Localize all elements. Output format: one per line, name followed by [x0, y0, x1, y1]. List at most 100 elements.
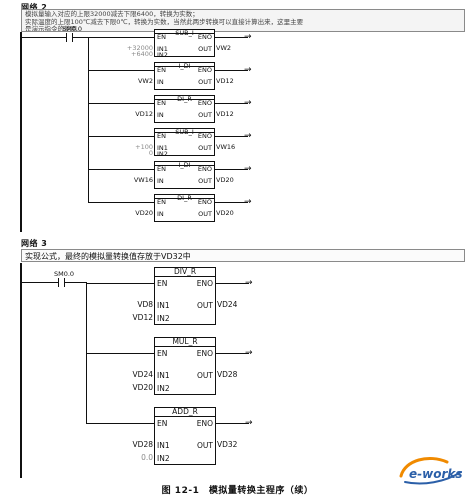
eno-arrow-icon: →: [245, 348, 253, 358]
pin-out: OUT: [197, 301, 213, 310]
rung-wire: [22, 282, 58, 283]
operand-out: VD20: [216, 209, 234, 217]
block-title: ADD_R: [172, 407, 198, 416]
operand-in1: VD12: [135, 110, 153, 118]
eno-arrow-icon: →: [245, 278, 253, 288]
en-wire: [88, 169, 154, 170]
block-title-separator: [155, 165, 214, 166]
block-title-separator: [155, 132, 214, 133]
block-title-separator: [155, 198, 214, 199]
contact-right-bar: [72, 33, 73, 42]
pin-eno: ENO: [197, 66, 212, 74]
pin-out: OUT: [198, 144, 212, 152]
operand-in2: +6400: [131, 50, 153, 58]
pin-eno: ENO: [197, 132, 212, 140]
block-title-separator: [155, 276, 215, 277]
pin-in2: IN2: [157, 150, 168, 158]
operand-out: VD24: [217, 300, 238, 309]
operand-in2: 0: [148, 149, 153, 157]
operand-in1: +32000: [126, 44, 153, 52]
pin-eno: ENO: [197, 165, 212, 173]
operand-in1: VD20: [135, 209, 153, 217]
eno-arrow-icon: →: [244, 65, 252, 75]
block-title-separator: [155, 99, 214, 100]
branch-bus: [88, 37, 89, 203]
operand-in1: VW2: [137, 77, 153, 85]
block-div-r[interactable]: DIV_R EN ENO IN1 OUT IN2: [154, 267, 216, 325]
contact-label: SM0.0: [62, 25, 83, 33]
block-title-separator: [155, 346, 215, 347]
operand-out: VW16: [216, 143, 236, 151]
eworks-logo-text: e-works: [409, 467, 463, 481]
en-wire: [88, 202, 154, 203]
operand-out: VD12: [216, 110, 234, 118]
operand-in1: VD28: [132, 440, 153, 449]
eno-wire: [216, 283, 249, 284]
pin-en: EN: [157, 279, 168, 288]
eno-wire: [215, 169, 248, 170]
operand-in1: VW16: [133, 176, 153, 184]
pin-in1: IN: [157, 177, 164, 185]
operand-in2: VD12: [132, 313, 153, 322]
block-title-separator: [155, 33, 214, 34]
pin-eno: ENO: [196, 419, 213, 428]
pin-eno: ENO: [196, 279, 213, 288]
pin-in2: IN2: [157, 314, 170, 323]
pin-out: OUT: [197, 441, 213, 450]
pin-in1: IN1: [157, 301, 170, 310]
block-title-separator: [155, 66, 214, 67]
eno-arrow-icon: →: [244, 164, 252, 174]
eno-arrow-icon: →: [244, 197, 252, 207]
block-title: DIV_R: [173, 267, 197, 276]
pin-eno: ENO: [197, 99, 212, 107]
eno-arrow-icon: →: [244, 32, 252, 42]
block-title-separator: [155, 416, 215, 417]
pin-in2: IN2: [157, 384, 170, 393]
eno-wire: [216, 353, 249, 354]
eno-arrow-icon: →: [245, 418, 253, 428]
eno-arrow-icon: →: [244, 131, 252, 141]
eno-wire: [215, 103, 248, 104]
pin-en: EN: [157, 132, 166, 140]
pin-eno: ENO: [197, 33, 212, 41]
contact-left-bar: [58, 278, 59, 287]
pin-in1: IN1: [157, 144, 168, 152]
power-rail: [20, 32, 22, 232]
en-wire: [86, 283, 154, 284]
pin-in1: IN1: [157, 371, 170, 380]
operand-out: VD12: [216, 77, 234, 85]
network-3-comment[interactable]: 实现公式，最终的模拟量转换值存放于VD32中: [21, 249, 465, 262]
pin-eno: ENO: [196, 349, 213, 358]
operand-in1: +100: [135, 143, 153, 151]
pin-out: OUT: [198, 177, 212, 185]
operand-in1: VD24: [132, 370, 153, 379]
pin-en: EN: [157, 99, 166, 107]
pin-en: EN: [157, 66, 166, 74]
eno-wire: [215, 70, 248, 71]
operand-in2: 0.0: [141, 453, 153, 462]
pin-en: EN: [157, 165, 166, 173]
operand-out: VD28: [217, 370, 238, 379]
contact-left-bar: [66, 33, 67, 42]
operand-out: VW2: [216, 44, 232, 52]
contact-right-bar: [64, 278, 65, 287]
en-wire: [88, 70, 154, 71]
eno-wire: [215, 202, 248, 203]
pin-in2: IN2: [157, 454, 170, 463]
network-2-label: 网络 2: [21, 3, 48, 12]
pin-in1: IN: [157, 210, 164, 218]
operand-in1: VD8: [137, 300, 153, 309]
eno-wire: [215, 37, 248, 38]
pin-in2: IN2: [157, 51, 168, 59]
network-2-comment[interactable]: 模拟量输入对应的上限32000减去下限6400，转换为实数； 实际温度的上限10…: [21, 9, 465, 32]
block-title: MUL_R: [172, 337, 198, 346]
en-wire: [88, 37, 154, 38]
